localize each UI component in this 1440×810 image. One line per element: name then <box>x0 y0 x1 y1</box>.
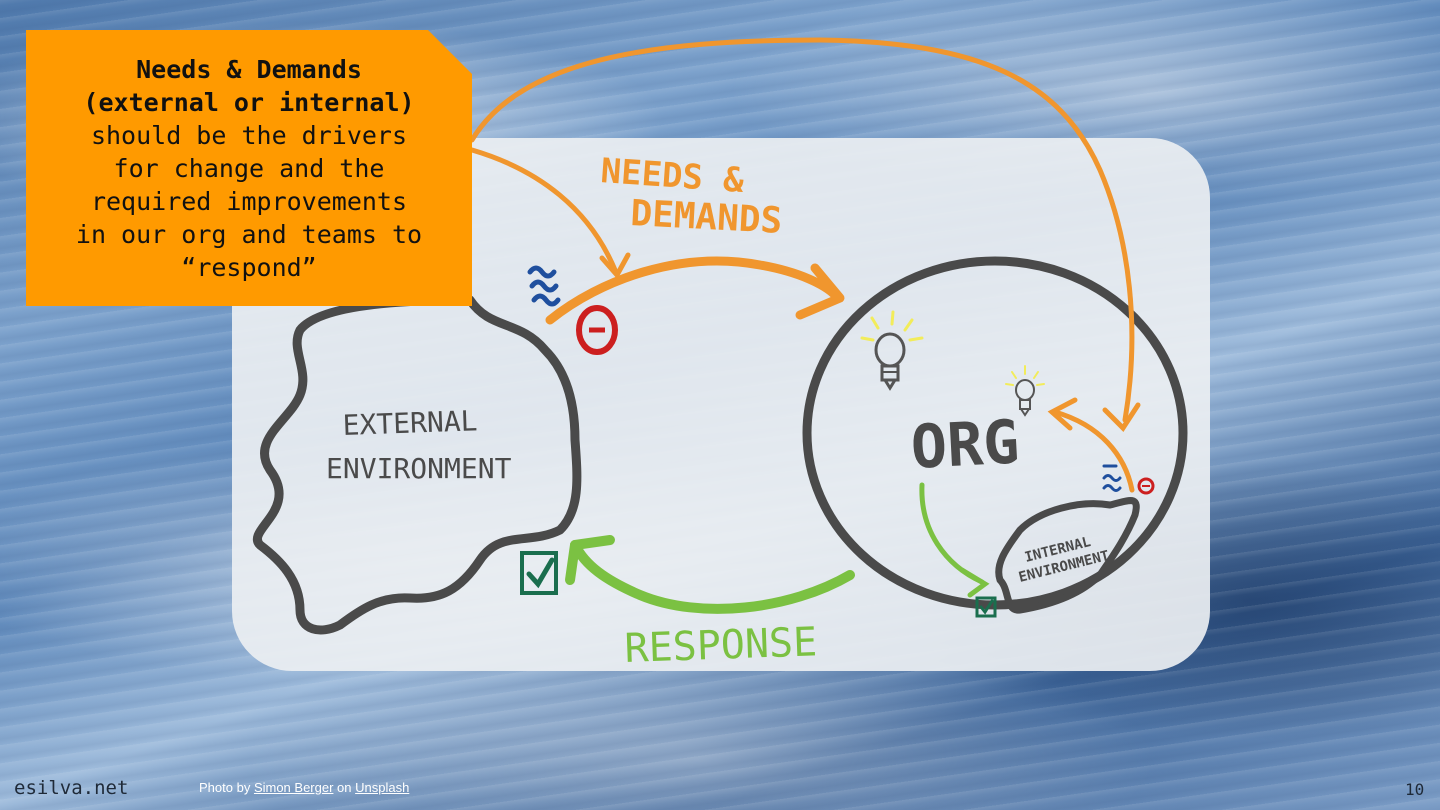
credit-middle: on <box>333 780 356 795</box>
external-environment-shape <box>253 295 582 635</box>
internal-response-arrow-head <box>959 567 990 598</box>
internal-needs-arrow <box>1052 409 1135 493</box>
callout-body-line: should be the drivers <box>90 120 408 150</box>
credit-source-link[interactable]: Unsplash <box>355 780 410 795</box>
callout-title-line1: Needs & Demands <box>136 54 362 84</box>
negative-impact-icon <box>576 305 618 355</box>
external-environment-label-line1: EXTERNAL <box>342 404 478 442</box>
photo-credit: Photo by Simon Berger on Unsplash <box>199 780 409 795</box>
internal-turbulence-icon <box>1102 464 1122 492</box>
internal-needs-arrow-head <box>1047 397 1078 431</box>
site-name: esilva.net <box>14 777 129 799</box>
callout-body-line: “respond” <box>181 252 317 282</box>
callout-body-line: required improvements <box>90 186 408 216</box>
internal-demand-arc-head <box>1102 402 1141 432</box>
needs-arrow-head <box>795 263 845 320</box>
external-environment-label-line2: ENVIRONMENT <box>326 452 512 485</box>
callout-body-line: for change and the <box>113 153 385 183</box>
page-number: 10 <box>1405 780 1425 799</box>
response-label: RESPONSE <box>624 619 818 672</box>
needs-demands-label-line2: DEMANDS <box>630 193 784 242</box>
internal-negative-impact-icon <box>1137 477 1155 495</box>
callout-title-line2: (external or internal) <box>83 87 415 117</box>
credit-author-link[interactable]: Simon Berger <box>253 780 334 795</box>
turbulence-icon <box>527 265 561 307</box>
response-arrow-head <box>565 535 615 585</box>
response-arrow <box>570 540 855 614</box>
callout-body-line: in our org and teams to <box>75 219 423 249</box>
lightbulb-icon <box>860 310 924 391</box>
needs-demands-label-line1: NEEDS & <box>599 151 745 201</box>
callout-connector-arrow-head <box>599 252 631 280</box>
internal-demand-arc <box>469 37 1135 423</box>
needs-arrow <box>545 256 840 325</box>
internal-lightbulb-icon <box>1005 365 1045 417</box>
internal-checkmark-icon <box>975 596 997 618</box>
credit-prefix: Photo by <box>199 780 254 795</box>
callout-connector-arrow <box>469 147 618 273</box>
internal-environment-shape <box>995 497 1140 614</box>
checkmark-icon <box>520 551 558 595</box>
org-label: ORG <box>909 407 1021 483</box>
internal-response-arrow <box>919 482 985 585</box>
needs-demands-callout: Needs & Demands (external or internal) s… <box>26 30 472 306</box>
